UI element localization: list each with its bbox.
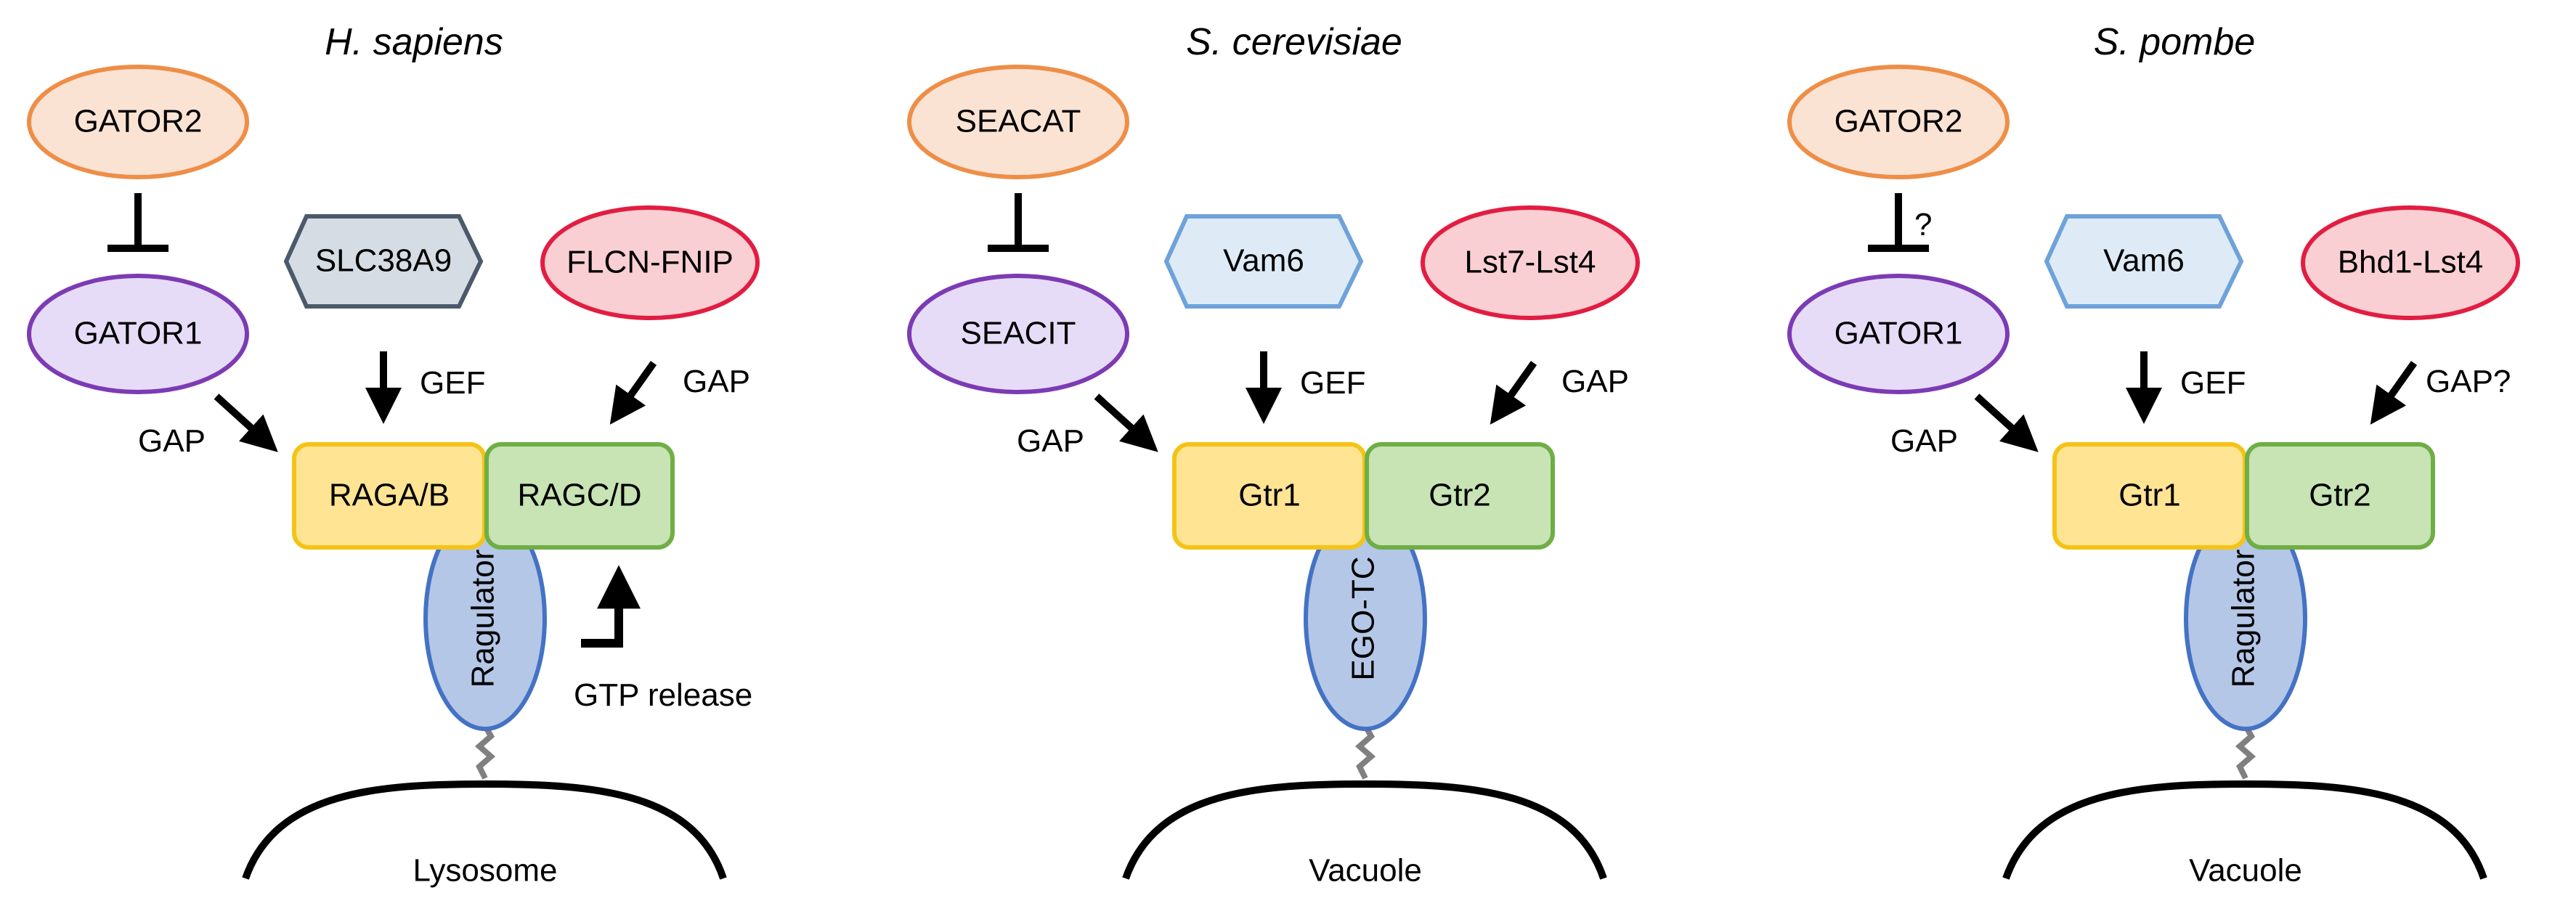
tether-linker — [1354, 725, 1376, 780]
ragulator-node: Ragulator — [2184, 506, 2307, 731]
svg-text:Vacuole: Vacuole — [2189, 853, 2302, 889]
lst7-lst4-node: Lst7-Lst4 — [1421, 205, 1640, 320]
membrane: Vacuole — [2002, 780, 2487, 889]
membrane: Lysosome — [242, 780, 727, 889]
gtp-release-label: GTP release — [574, 677, 752, 713]
svg-text:RAGC/D: RAGC/D — [517, 478, 641, 513]
svg-text:SEACIT: SEACIT — [961, 316, 1076, 351]
membrane: Vacuole — [1122, 780, 1607, 889]
gtr1-node: Gtr1 — [2052, 442, 2247, 550]
gator2-node: GATOR2 — [1787, 65, 2010, 179]
svg-text:EGO-TC: EGO-TC — [1346, 556, 1381, 680]
gap2-label: GAP — [1561, 364, 1629, 399]
gator1-node: GATOR1 — [1787, 274, 2010, 394]
svg-text:GATOR1: GATOR1 — [1835, 316, 1963, 351]
svg-text:GATOR2: GATOR2 — [1835, 104, 1963, 139]
gap-label: GAP — [138, 423, 206, 459]
panel-s-cerevisiae: S. cerevisiae SEACAT SEACIT GAP Vam6 GEF… — [907, 21, 1640, 889]
slc38a9-node: SLC38A9 — [283, 214, 484, 309]
gef-label: GEF — [420, 365, 485, 401]
ragulator-node: Ragulator — [423, 506, 547, 731]
gator2-node: GATOR2 — [27, 65, 249, 179]
seacit-node: SEACIT — [907, 274, 1129, 394]
panel-s-pombe: S. pombe GATOR2 ? GATOR1 GAP Vam6 GEF Bh… — [1787, 21, 2520, 889]
svg-text:Ragulator: Ragulator — [2226, 550, 2262, 688]
svg-text:Lysosome: Lysosome — [413, 853, 558, 889]
gap2-arrow — [609, 361, 657, 425]
svg-text:Gtr1: Gtr1 — [1238, 478, 1301, 513]
svg-text:RAGA/B: RAGA/B — [329, 478, 450, 513]
svg-text:Gtr2: Gtr2 — [1429, 478, 1491, 513]
gap2-label: GAP? — [2426, 364, 2511, 399]
gap-arrow — [214, 393, 278, 452]
svg-text:GATOR1: GATOR1 — [74, 316, 203, 351]
svg-text:GATOR2: GATOR2 — [74, 104, 203, 139]
vam6-node: Vam6 — [2044, 214, 2244, 309]
svg-text:FLCN-FNIP: FLCN-FNIP — [566, 245, 734, 280]
gef-label: GEF — [2180, 365, 2246, 401]
seacat-node: SEACAT — [907, 65, 1129, 179]
ragc-d-node: RAGC/D — [484, 442, 675, 550]
panel-title: H. sapiens — [325, 21, 503, 63]
panel-title: S. pombe — [2094, 21, 2256, 63]
gtr1-node: Gtr1 — [1172, 442, 1367, 550]
panel-h-sapiens: H. sapiens GATOR2 GATOR1 GAP SLC38A9 GEF… — [27, 21, 760, 889]
gtp-release-arrow — [581, 565, 641, 648]
svg-text:Gtr2: Gtr2 — [2309, 478, 2371, 513]
ego-tc-node: EGO-TC — [1304, 506, 1427, 731]
gator1-node: GATOR1 — [27, 274, 249, 394]
svg-text:Ragulator: Ragulator — [466, 550, 501, 688]
gtr2-node: Gtr2 — [2245, 442, 2435, 550]
svg-text:SLC38A9: SLC38A9 — [315, 243, 452, 279]
gap2-arrow — [1490, 361, 1537, 425]
inhibition-symbol — [107, 193, 168, 252]
gap-label: GAP — [1890, 423, 1958, 459]
gap-arrow — [1094, 393, 1158, 452]
inhibition-symbol — [988, 193, 1049, 252]
gap-arrow — [1974, 393, 2039, 452]
panel-title: S. cerevisiae — [1186, 21, 1402, 63]
inhibition-question-mark: ? — [1914, 207, 1932, 242]
svg-text:Lst7-Lst4: Lst7-Lst4 — [1465, 245, 1596, 280]
svg-text:Vacuole: Vacuole — [1309, 853, 1422, 889]
raga-b-node: RAGA/B — [292, 442, 487, 550]
svg-text:Gtr1: Gtr1 — [2118, 478, 2181, 513]
svg-text:Bhd1-Lst4: Bhd1-Lst4 — [2338, 245, 2484, 280]
tether-linker — [2235, 725, 2256, 780]
gap2-label: GAP — [683, 364, 750, 399]
svg-text:Vam6: Vam6 — [2103, 243, 2185, 279]
gap-label: GAP — [1017, 423, 1084, 459]
inhibition-symbol: ? — [1868, 193, 1932, 252]
gap2-arrow — [2370, 361, 2418, 425]
gef-label: GEF — [1300, 365, 1365, 401]
svg-text:Vam6: Vam6 — [1223, 243, 1304, 279]
bhd1-lst4-node: Bhd1-Lst4 — [2301, 205, 2520, 320]
svg-text:SEACAT: SEACAT — [956, 104, 1081, 139]
gtr2-node: Gtr2 — [1365, 442, 1555, 550]
vam6-node: Vam6 — [1163, 214, 1364, 309]
flcn-fnip-node: FLCN-FNIP — [540, 205, 760, 320]
tether-linker — [474, 725, 496, 780]
